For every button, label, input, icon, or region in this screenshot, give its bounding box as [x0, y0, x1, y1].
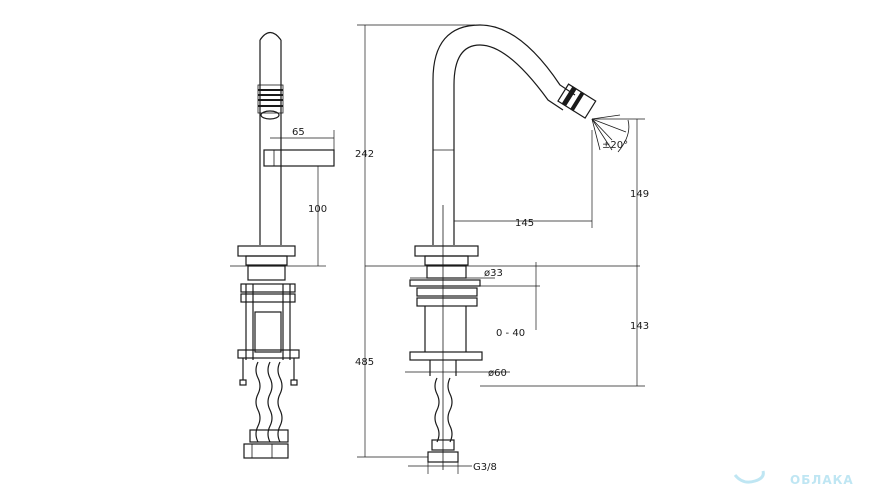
front-view: ±20° 145 149 242 ø33 [355, 24, 649, 474]
dim-thread: G3/8 [473, 462, 497, 473]
watermark-text: ОБЛАКА [790, 473, 854, 487]
dim-spout-projection: 145 [515, 218, 534, 229]
dim-side-lever-height: 100 [308, 204, 327, 215]
dim-flange-diameter: ø60 [488, 368, 507, 379]
watermark-logo: ОБЛАКА [733, 470, 854, 487]
side-view: 65 100 [230, 31, 335, 459]
dim-base-diameter: ø33 [484, 268, 503, 279]
dim-side-spout-depth: 65 [292, 127, 305, 138]
dim-spray-angle: ±20° [602, 140, 628, 151]
dim-counter-thickness: 0 - 40 [496, 328, 525, 339]
dim-pipe-length: 485 [355, 357, 374, 368]
dim-below-counter: 143 [630, 321, 649, 332]
wave-icon [733, 470, 765, 484]
dim-total-height: 242 [355, 149, 374, 160]
dim-spout-outlet-height: 149 [630, 189, 649, 200]
